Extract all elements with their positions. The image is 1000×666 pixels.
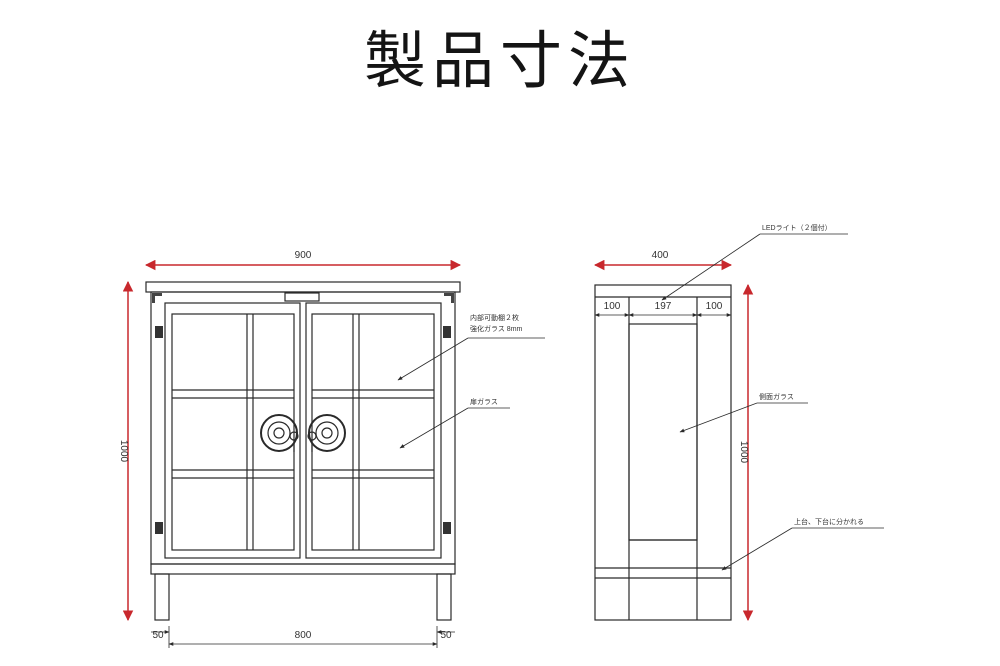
hinges <box>155 326 451 534</box>
door-left <box>164 302 301 559</box>
door-right <box>305 302 442 559</box>
seg-right-label: 100 <box>706 301 723 312</box>
shelf-note-line1: 内部可動棚２枚 <box>470 313 519 322</box>
shelf-note-line2: 強化ガラス 8mm <box>470 324 523 333</box>
front-view <box>145 281 461 621</box>
lock-ornament <box>260 414 346 452</box>
front-bottom-dimensions <box>151 626 455 648</box>
front-top-board <box>145 281 461 293</box>
inner-width-label: 800 <box>295 630 312 641</box>
side-glass-panel <box>628 323 698 541</box>
door-glass-note: 扉ガラス <box>470 397 498 406</box>
front-body <box>150 291 456 565</box>
front-leg-left <box>154 573 170 621</box>
leg-left-label: 50 <box>152 630 164 641</box>
seg-left-label: 100 <box>604 301 621 312</box>
front-plinth <box>150 563 456 575</box>
top-ornament <box>284 292 320 302</box>
front-annotations <box>397 337 545 449</box>
door-left-grid <box>172 314 294 550</box>
side-depth-dimension: 400 <box>593 250 733 271</box>
split-note: 上台、下台に分かれる <box>794 517 864 526</box>
side-view <box>594 284 732 621</box>
side-height-dimension: 1000 <box>738 283 754 622</box>
front-width-dimension: 900 <box>144 250 462 271</box>
side-glass-note: 側面ガラス <box>759 392 794 401</box>
door-right-inner <box>311 313 435 551</box>
corner-brackets <box>152 293 454 303</box>
page-title: 製品寸法 <box>363 24 636 97</box>
front-width-label: 900 <box>295 250 312 261</box>
front-height-dimension: 1000 <box>118 280 134 622</box>
front-leg-right <box>436 573 452 621</box>
side-depth-label: 400 <box>652 250 669 261</box>
side-annotations <box>661 233 884 571</box>
door-right-grid <box>312 314 434 550</box>
leg-right-label: 50 <box>440 630 452 641</box>
seg-mid-label: 197 <box>655 301 672 312</box>
side-height-label: 1000 <box>738 441 749 464</box>
side-body <box>594 284 732 621</box>
led-note: LEDライト（２個付） <box>762 223 832 232</box>
door-left-inner <box>171 313 295 551</box>
front-height-label: 1000 <box>118 440 129 463</box>
